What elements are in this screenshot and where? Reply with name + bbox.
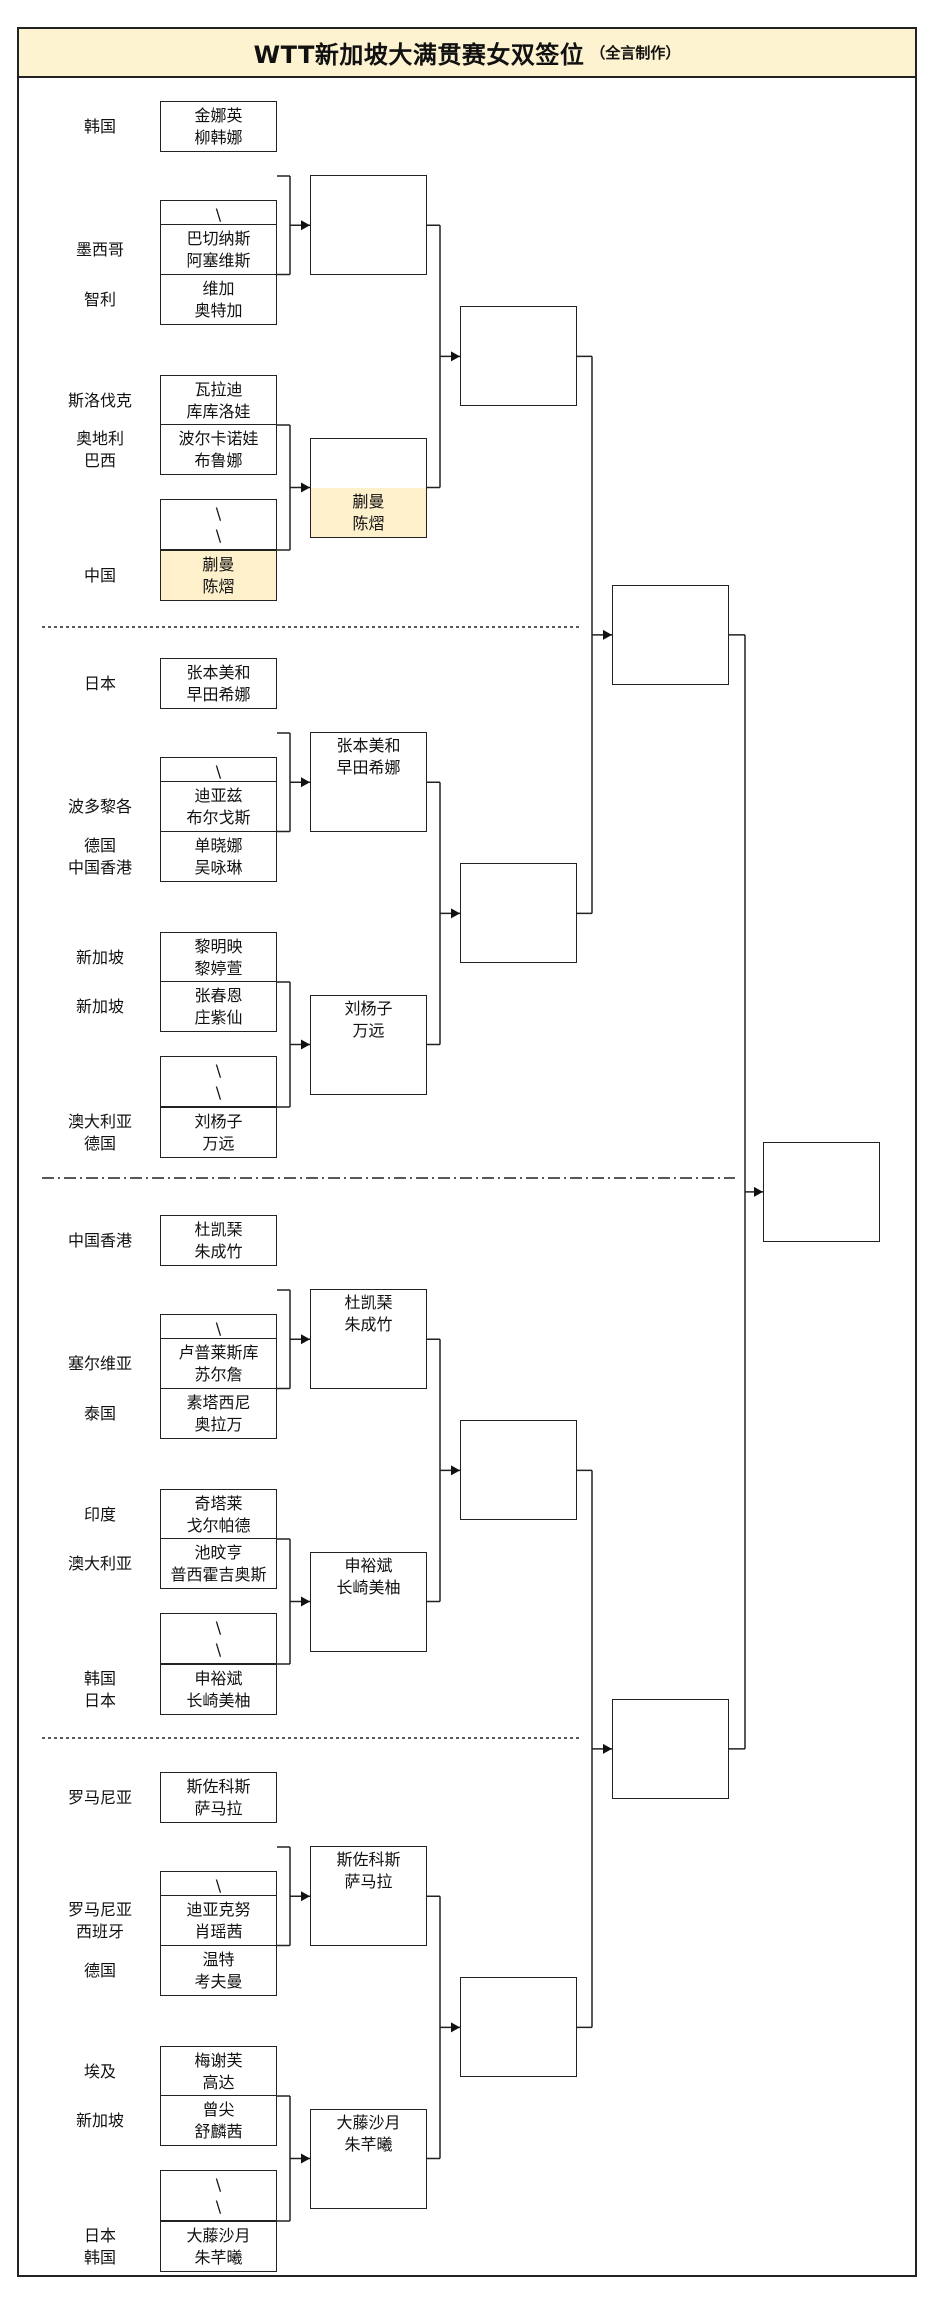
country-label: 智利 [83, 289, 116, 309]
advance-arrow [301, 1039, 310, 1050]
round3-box [460, 863, 577, 964]
entry-box: 金娜英 柳韩娜 [160, 101, 277, 152]
entry-box: \ \ [160, 499, 277, 550]
page-title: WTT新加坡大满贯赛女双签位 [253, 41, 585, 69]
country-label: 斯洛伐克 [67, 390, 132, 410]
advance-arrow [301, 1891, 310, 1902]
advance-arrow [301, 777, 310, 788]
country-label: 韩国 日本 [83, 1668, 116, 1710]
entry-box: 池旼亨 普西霍吉奥斯 [160, 1538, 277, 1589]
entry-box: 温特 考夫曼 [160, 1945, 277, 1996]
entry-box: 斯佐科斯 萨马拉 [160, 1772, 277, 1823]
advance-arrow [301, 2153, 310, 2164]
advance-arrow [451, 908, 460, 919]
advance-arrow [451, 2022, 460, 2033]
advance-arrow [451, 351, 460, 362]
round2-box: 张本美和 早田希娜 [310, 732, 427, 833]
advance-arrow [301, 482, 310, 493]
round2-box: 杜凯琹 朱成竹 [310, 1289, 427, 1390]
country-label: 新加坡 [75, 2110, 124, 2130]
country-label: 塞尔维亚 [67, 1353, 132, 1373]
entry-box: 大藤沙月 朱芊曦 [160, 2221, 277, 2272]
advance-arrow [301, 220, 310, 231]
entry-box: 杜凯琹 朱成竹 [160, 1215, 277, 1266]
entry-box: 瓦拉迪 库库洛娃 [160, 375, 277, 426]
advance-arrow [451, 1465, 460, 1476]
round2-box: 斯佐科斯 萨马拉 [310, 1846, 427, 1947]
country-label: 中国 [83, 565, 116, 585]
country-label: 中国香港 [67, 1230, 132, 1250]
entry-box: 曾尖 舒麟茜 [160, 2095, 277, 2146]
country-label: 韩国 [83, 116, 116, 136]
advance-arrow [301, 1596, 310, 1607]
entry-box: 巴切纳斯 阿塞维斯 [160, 224, 277, 275]
country-label: 印度 [83, 1504, 116, 1524]
entry-box: 迪亚克努 肖瑶茜 [160, 1895, 277, 1946]
advance-arrow [603, 1743, 612, 1754]
advance-arrow [301, 1334, 310, 1345]
country-label: 德国 中国香港 [67, 835, 132, 877]
entry-box: 维加 奥特加 [160, 274, 277, 325]
round3-box [460, 1420, 577, 1521]
country-label: 德国 [83, 1960, 116, 1980]
entry-box: 素塔西尼 奥拉万 [160, 1388, 277, 1439]
country-label: 罗马尼亚 [67, 1787, 132, 1807]
country-label: 日本 [83, 673, 116, 693]
title-note: （全言制作） [590, 44, 681, 62]
entry-box: 黎明映 黎婷萱 [160, 932, 277, 983]
country-label: 澳大利亚 [67, 1553, 132, 1573]
entry-box: 波尔卡诺娃 布鲁娜 [160, 424, 277, 475]
title-bar: WTT新加坡大满贯赛女双签位 （全言制作） [17, 27, 917, 78]
entry-box: \ \ [160, 1613, 277, 1664]
round2-box: 大藤沙月 朱芊曦 [310, 2108, 427, 2209]
round2-box: 刘杨子 万远 [310, 994, 427, 1095]
entry-box: \ \ [160, 2170, 277, 2221]
country-label: 奥地利 巴西 [75, 428, 124, 470]
round2-box: 申裕斌 长崎美柚 [310, 1551, 427, 1652]
country-label: 日本 韩国 [83, 2225, 116, 2267]
entry-box: 奇塔莱 戈尔帕德 [160, 1489, 277, 1540]
country-label: 澳大利亚 德国 [67, 1111, 132, 1153]
entry-box: 刘杨子 万远 [160, 1107, 277, 1158]
entry-box: 卢普莱斯库 苏尔詹 [160, 1338, 277, 1389]
round3-box [460, 306, 577, 407]
entry-box: 蒯曼 陈熠 [160, 550, 277, 601]
country-label: 新加坡 [75, 947, 124, 967]
round4-box [612, 1698, 729, 1799]
country-label: 波多黎各 [67, 796, 132, 816]
entry-box: 申裕斌 长崎美柚 [160, 1664, 277, 1715]
round4-box [612, 584, 729, 685]
advance-arrow [603, 629, 612, 640]
entry-box: \ \ [160, 1056, 277, 1107]
round2-box [310, 175, 427, 276]
final-box [763, 1141, 880, 1242]
advance-arrow [754, 1186, 763, 1197]
country-label: 罗马尼亚 西班牙 [67, 1899, 132, 1941]
entry-box: 迪亚兹 布尔戈斯 [160, 781, 277, 832]
entry-box: 梅谢芙 高达 [160, 2046, 277, 2097]
country-label: 埃及 [83, 2061, 116, 2081]
country-label: 墨西哥 [75, 239, 124, 259]
round2-box: 蒯曼 陈熠 [310, 437, 427, 538]
entry-box: 张春恩 庄紫仙 [160, 981, 277, 1032]
entry-box: 张本美和 早田希娜 [160, 658, 277, 709]
country-label: 泰国 [83, 1403, 116, 1423]
entry-box: 单晓娜 吴咏琳 [160, 831, 277, 882]
round3-box [460, 1977, 577, 2078]
country-label: 新加坡 [75, 996, 124, 1016]
